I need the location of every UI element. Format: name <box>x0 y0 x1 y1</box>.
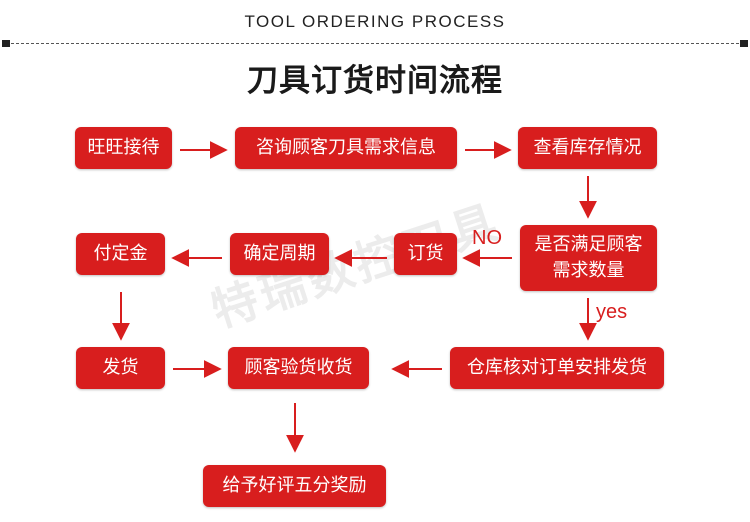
step-wangwang-reception: 旺旺接待 <box>75 127 172 169</box>
subtitle: TOOL ORDERING PROCESS <box>244 12 506 31</box>
step-ship: 发货 <box>76 347 165 389</box>
step-five-star-review: 给予好评五分奖励 <box>203 465 386 507</box>
divider-cap-right <box>740 40 748 47</box>
step-customer-inspect: 顾客验货收货 <box>228 347 369 389</box>
step-consult-customer: 咨询顾客刀具需求信息 <box>235 127 457 169</box>
step-meets-demand-line2: 需求数量 <box>552 260 625 281</box>
page-title: 刀具订货时间流程 <box>247 63 503 99</box>
label-no: NO <box>472 227 502 249</box>
step-confirm-cycle: 确定周期 <box>230 233 329 275</box>
step-meets-demand-line1: 是否满足顾客 <box>534 234 643 255</box>
step-warehouse-arrange: 仓库核对订单安排发货 <box>450 347 664 389</box>
header-divider <box>6 43 744 44</box>
step-check-stock: 查看库存情况 <box>518 127 657 169</box>
label-yes: yes <box>596 301 628 323</box>
step-order: 订货 <box>394 233 457 275</box>
step-meets-demand: 是否满足顾客 需求数量 <box>520 225 657 291</box>
divider-cap-left <box>2 40 10 47</box>
step-pay-deposit: 付定金 <box>76 233 165 275</box>
